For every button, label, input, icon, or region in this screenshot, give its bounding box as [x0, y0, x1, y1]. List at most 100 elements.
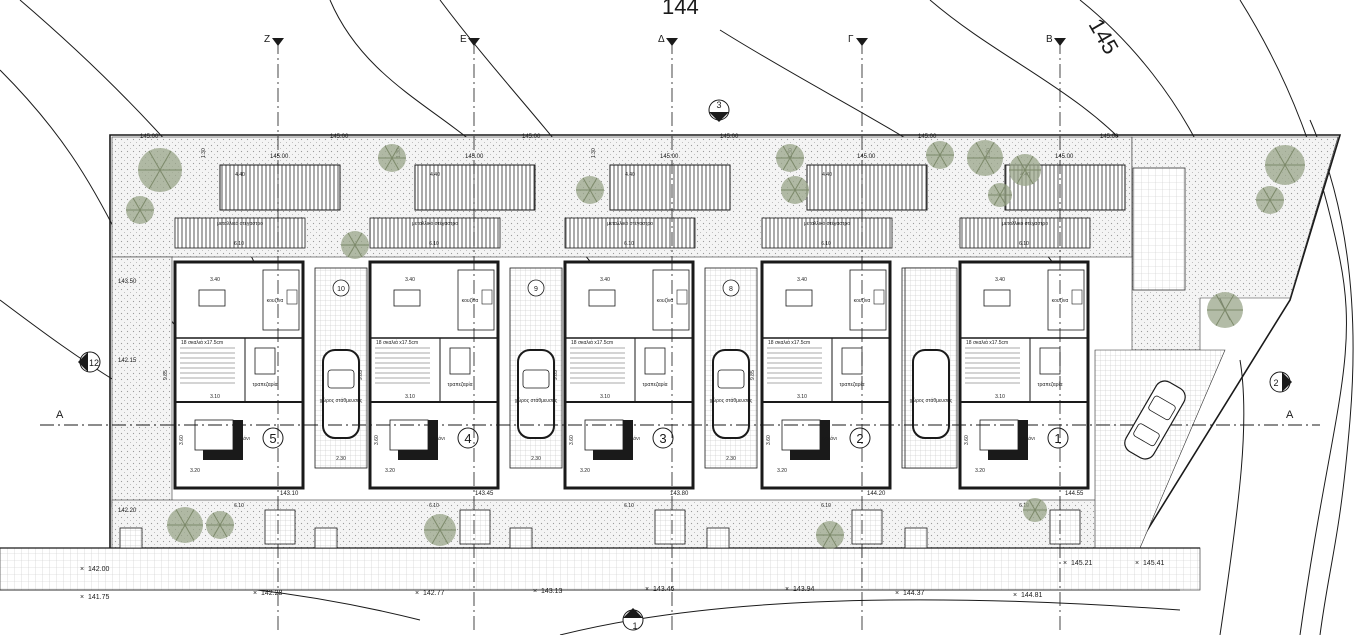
tree-branch [139, 197, 148, 211]
top-elevation: 145.00 [465, 154, 484, 160]
unit-number-circle [849, 427, 871, 449]
road-elevation-label: 145.41 [1143, 560, 1165, 567]
dining-label: τραπεζαρία [253, 382, 278, 388]
side-marker-number: 8 [729, 286, 733, 293]
road-area [0, 547, 1201, 591]
road-elevation-label: 141.75 [88, 594, 110, 601]
road-elevation: ×144.37 [895, 590, 925, 597]
road-elevation: ×145.21 [1063, 560, 1093, 567]
tree-branch [132, 197, 141, 211]
section-marker-right: 2 [1269, 371, 1292, 393]
road-elevation: × 142.00 [80, 566, 110, 573]
table-icon [254, 347, 276, 375]
site-boundary [109, 134, 1342, 551]
sink-icon [873, 289, 885, 305]
car-icon [912, 349, 950, 439]
tree-branch [219, 524, 228, 538]
dim-patio: 4.40 [235, 172, 245, 178]
x-mark-icon: × [645, 586, 649, 593]
road-elevation: ×143.46 [645, 586, 675, 593]
tree-branch [1028, 509, 1036, 521]
pergola [174, 217, 306, 249]
pergola [959, 217, 1091, 249]
section-marker-top: 3 [708, 99, 730, 122]
tree-branch [1034, 499, 1042, 511]
stairs-label: 18 σκαλιά x17.5cm [768, 339, 810, 346]
section-marker-bottom: 1 [622, 608, 644, 631]
tree-branch [159, 169, 172, 190]
dim-room-width: 3.40 [797, 277, 807, 283]
top-elevation: 145.00 [660, 154, 679, 160]
tree-branch [175, 524, 186, 541]
dim-living-width: 3.10 [600, 394, 610, 400]
tree-branch [984, 157, 995, 174]
dim-depth: 9.85 [163, 370, 169, 380]
entry-steps [264, 509, 296, 545]
road-elevation: ×143.94 [785, 586, 815, 593]
top-elevation: 145.00 [857, 154, 876, 160]
tree-branch [582, 177, 591, 191]
living-label: σαλόνι [822, 435, 837, 442]
living-rug [781, 419, 821, 451]
grid-axis: Ζ [264, 34, 284, 630]
left-elevation-3: 142.20 [118, 508, 137, 514]
dining-label: τραπεζαρία [643, 382, 668, 388]
entry-steps [851, 509, 883, 545]
tree-branch [139, 209, 148, 223]
dim-patio: 4.40 [822, 172, 832, 178]
tree-branch [1284, 164, 1296, 183]
tree-branch [999, 184, 1007, 196]
tree-branch [1016, 155, 1026, 171]
dim-car-width: 2.30 [531, 456, 541, 462]
side-marker-number: 10 [337, 286, 345, 293]
tree-branch [184, 509, 195, 526]
axis-arrow-icon [666, 38, 678, 46]
mailbox [509, 527, 533, 549]
tree-branch [1024, 155, 1034, 171]
grid-axis: Δ [658, 34, 678, 630]
dim-depth: 9.85 [750, 370, 756, 380]
tree-icon [1009, 154, 1041, 186]
svg-text:3: 3 [716, 100, 721, 110]
tree-branch [782, 145, 791, 159]
tree-branch [993, 184, 1001, 196]
left-elevation-1: 143.50 [118, 279, 137, 285]
tree-branch [939, 142, 948, 156]
dining-table [588, 289, 616, 307]
tree-branch [1224, 309, 1235, 326]
road-elevation-label: 144.81 [1021, 592, 1043, 599]
dining-label: τραπεζαρία [1038, 382, 1063, 388]
tree-branch [431, 515, 441, 531]
tree-icon [206, 511, 234, 539]
side-marker-number: 9 [534, 286, 538, 293]
living-label: σαλόνι [430, 435, 445, 442]
road-elevation-label: 142.00 [88, 566, 110, 573]
pergola [761, 217, 893, 249]
road-elevations: ×142.00×141.75×142.28×142.77×143.13×143.… [80, 560, 1165, 601]
tree-branch [439, 515, 449, 531]
dim-rear: 6.10 [821, 241, 831, 247]
dining-table [785, 289, 813, 307]
tree-branch [384, 157, 393, 171]
car-windshield [327, 369, 355, 389]
tree-branch [1269, 187, 1278, 201]
unit-number-circle [1047, 427, 1069, 449]
tree-branch [431, 529, 441, 545]
tree-branch [1262, 187, 1271, 201]
tree-branch [932, 142, 941, 156]
tree-branch [1215, 294, 1226, 311]
parking-label: χώρος στάθμευσης [910, 397, 953, 404]
stairs-label: 18 σκαλιά x17.5cm [571, 339, 613, 346]
dim-rear: 6.10 [429, 241, 439, 247]
tree-branch [1274, 147, 1286, 166]
tree-branch [384, 145, 393, 159]
road-elevation-label: 143.94 [793, 586, 815, 593]
tree-branch [975, 157, 986, 174]
side-marker [527, 279, 545, 297]
tree-icon [378, 144, 406, 172]
x-mark-icon: × [80, 566, 84, 573]
living-rug [194, 419, 234, 451]
tree-branch [589, 189, 598, 203]
